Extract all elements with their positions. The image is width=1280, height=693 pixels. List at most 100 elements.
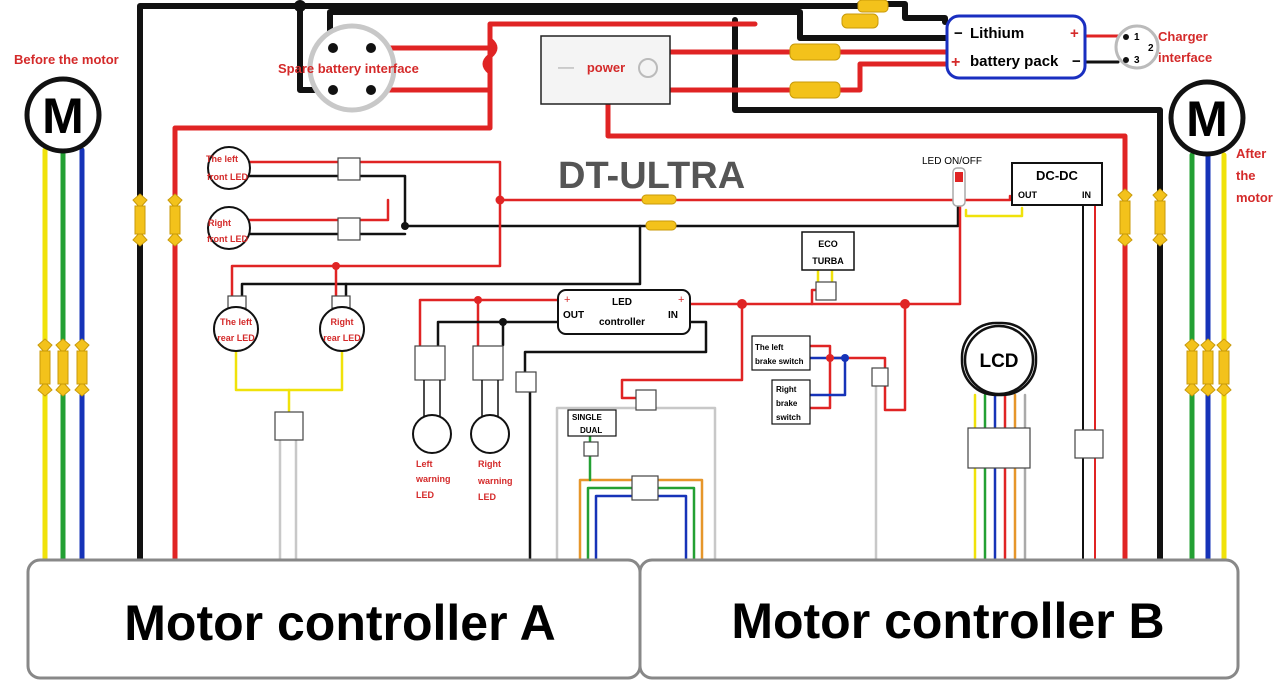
right-front-led <box>207 206 251 250</box>
charger-pin-3: 3 <box>1134 55 1140 66</box>
plug <box>414 345 446 381</box>
plug <box>635 389 657 411</box>
left-warning-label-1: Left <box>416 459 433 469</box>
red-battery-plus-wire-2 <box>837 61 951 93</box>
eco-turba-switch: ECO TURBA <box>801 231 855 271</box>
motor-controller-b-label: Motor controller B <box>731 593 1164 649</box>
plug <box>583 441 599 457</box>
motor-right-label-1: After <box>1236 146 1266 161</box>
led-controller-plus-right: + <box>678 294 684 306</box>
blue-brake-switch <box>808 356 847 397</box>
led-controller-box <box>557 289 691 335</box>
eco-label: ECO <box>818 239 838 249</box>
red-warning-left <box>418 298 560 347</box>
red-controller-in <box>688 204 962 306</box>
junction-dot <box>737 299 747 309</box>
dcdc-box <box>1011 162 1103 206</box>
dcdc-in: IN <box>1082 190 1091 200</box>
left-rear-led-label-1: The left <box>220 317 252 327</box>
red-bridge <box>482 37 498 75</box>
connector-right-black <box>1152 188 1168 247</box>
warning-leds: Left warning LED Right warning LED <box>412 380 513 502</box>
plug <box>871 367 889 387</box>
plug <box>631 475 659 501</box>
plug <box>967 427 1031 469</box>
spare-pin <box>366 43 376 53</box>
charger-pin-dot <box>1123 57 1129 63</box>
black-warning-left <box>436 320 560 347</box>
red-brake-loop <box>883 302 907 412</box>
black-controller-in <box>523 320 708 374</box>
charger-pin-dot <box>1123 34 1129 40</box>
left-front-led-label-1: The left <box>206 154 238 164</box>
connector-phase-right <box>1184 338 1232 397</box>
connector-left-red <box>167 193 183 247</box>
charger-label-1: Charger <box>1158 29 1208 44</box>
single-dual-switch: SINGLE DUAL <box>567 409 617 437</box>
battery-pack: − Lithium + + battery pack − <box>945 14 1087 80</box>
right-rear-led-label-1: Right <box>331 317 354 327</box>
single-dual-box <box>567 409 617 437</box>
junction-dot <box>499 318 507 326</box>
led-onoff-switch: LED ON/OFF <box>922 156 982 207</box>
connectors <box>37 0 1232 397</box>
turba-label: TURBA <box>812 256 844 266</box>
led-controller-plus-left: + <box>564 294 570 306</box>
blue-single-wire <box>594 494 688 562</box>
led-onoff-label: LED ON/OFF <box>922 156 982 167</box>
left-warning-led <box>412 414 452 454</box>
motor-before: M Before the motor <box>14 52 119 154</box>
led-controller-in: IN <box>668 310 678 321</box>
lcd-display: LCD <box>960 321 1038 397</box>
right-warning-label-2: warning <box>477 476 513 486</box>
spare-battery-label: Spare battery interface <box>278 61 419 76</box>
motor-left-symbol: M <box>42 88 84 144</box>
right-front-led-label-2: front LED <box>207 234 248 244</box>
yellow-rear-wire <box>234 348 344 392</box>
right-rear-led <box>319 306 365 352</box>
single-label: SINGLE <box>572 413 602 422</box>
spare-pin <box>328 43 338 53</box>
left-front-led <box>207 146 251 190</box>
connector-phase-left <box>37 338 90 397</box>
power-switch: — power <box>540 35 671 105</box>
led-controller-out: OUT <box>563 310 584 321</box>
left-brake-switch-box <box>751 335 811 371</box>
left-brake-label-2: brake switch <box>755 357 804 366</box>
lcd-circle <box>963 324 1035 396</box>
red-battery-plus-wire <box>837 49 951 65</box>
motor-right-symbol: M <box>1186 91 1228 147</box>
junction-dot <box>826 354 834 362</box>
charger-pin-2: 2 <box>1148 43 1154 54</box>
battery-minus-left: − <box>954 25 963 42</box>
motor-after: M After the motor <box>1168 79 1273 205</box>
connector-right-red <box>1117 188 1133 247</box>
right-brake-label-2: brake <box>776 399 798 408</box>
spare-pin <box>328 85 338 95</box>
right-warning-label-1: Right <box>478 459 501 469</box>
motor-controller-b-box <box>638 558 1240 680</box>
right-brake-label-1: Right <box>776 385 797 394</box>
junction-dot <box>294 0 306 12</box>
red-brake-feed <box>620 302 744 400</box>
motor-right-label-3: motor <box>1236 190 1273 205</box>
battery-plus-right: + <box>1070 25 1079 42</box>
spare-pin <box>366 85 376 95</box>
left-warning-label-2: warning <box>415 474 451 484</box>
eco-turba-box <box>801 231 855 271</box>
led-controller: + + LED controller OUT IN <box>557 289 691 335</box>
yellow-dcdc-out <box>964 206 1024 218</box>
diagram-title: DT-ULTRA <box>558 155 745 197</box>
plug <box>274 411 304 441</box>
left-warning-label-3: LED <box>416 490 435 500</box>
right-rear-led-label-2: rear LED <box>323 333 361 343</box>
motor-left-circle <box>24 76 102 154</box>
connector-left-black <box>132 193 148 247</box>
junction-dot <box>474 296 482 304</box>
black-motorB-wire <box>732 17 1163 563</box>
junction-dots <box>294 0 910 362</box>
right-warning-label-3: LED <box>478 492 497 502</box>
left-front-led-label-2: front LED <box>207 172 248 182</box>
left-brake-label-1: The left <box>755 343 784 352</box>
